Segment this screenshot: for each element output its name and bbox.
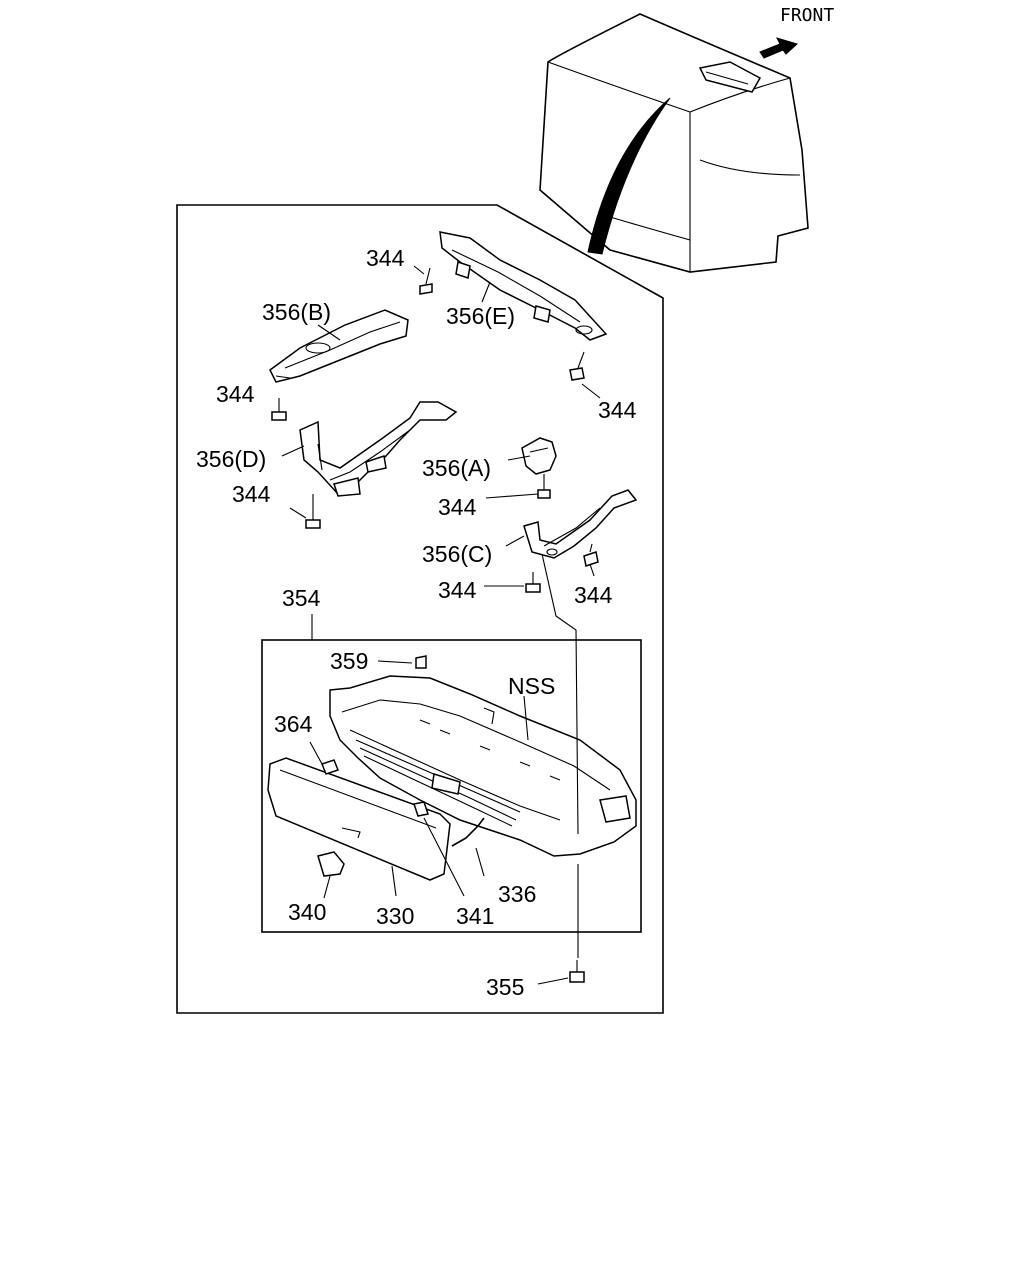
- leader-lines: [281, 265, 601, 985]
- bracket-356e: [439, 231, 608, 341]
- label-355: 355: [486, 974, 524, 1000]
- assembly-outline: [176, 204, 664, 1014]
- callout-labels: 344 356(E) 356(B) 344 344 356(D) 356(A) …: [196, 245, 637, 1000]
- label-344-bottomright: 344: [574, 582, 613, 608]
- screw-344-right: [569, 351, 585, 381]
- label-356b: 356(B): [262, 299, 331, 325]
- label-356e: 356(E): [446, 303, 515, 329]
- screw-344-bottom: [525, 572, 541, 593]
- bracket-356d: [299, 401, 458, 497]
- label-340: 340: [288, 899, 326, 925]
- label-nss: NSS: [508, 673, 555, 699]
- front-arrow-icon: [759, 37, 798, 59]
- label-344-left: 344: [216, 381, 255, 407]
- screw-344-top: [419, 267, 433, 295]
- stay-336: [451, 817, 485, 847]
- screw-344-leftlow: [305, 494, 321, 529]
- label-356c: 356(C): [422, 541, 492, 567]
- glove-box-housing: [329, 675, 637, 857]
- label-354: 354: [282, 585, 321, 611]
- glove-box-door-330: [267, 757, 451, 881]
- label-344-mid: 344: [438, 494, 477, 520]
- spring-341: [413, 801, 429, 817]
- bracket-356c: [523, 489, 638, 559]
- label-341: 341: [456, 903, 494, 929]
- bracket-356a: [521, 437, 557, 475]
- screw-344-bottomright: [583, 543, 599, 567]
- label-344-leftlow: 344: [232, 481, 271, 507]
- cutaway-highlight: [587, 97, 671, 255]
- label-344-top: 344: [366, 245, 405, 271]
- label-344-right: 344: [598, 397, 637, 423]
- latch-340: [317, 851, 345, 877]
- dashboard-overview: [539, 13, 809, 273]
- label-344-bottom: 344: [438, 577, 477, 603]
- label-356d: 356(D): [196, 446, 266, 472]
- label-330: 330: [376, 903, 414, 929]
- front-arrow: FRONT: [759, 5, 834, 59]
- screw-344-mid: [537, 474, 551, 499]
- label-359: 359: [330, 648, 368, 674]
- label-336: 336: [498, 881, 536, 907]
- label-364: 364: [274, 711, 313, 737]
- label-356a: 356(A): [422, 455, 491, 481]
- screw-344-left: [271, 398, 287, 421]
- bumper-359: [415, 655, 427, 669]
- screw-355: [569, 960, 585, 983]
- pin-364: [321, 759, 339, 775]
- glove-box-assembly-box: [261, 639, 642, 933]
- front-label: FRONT: [780, 5, 834, 26]
